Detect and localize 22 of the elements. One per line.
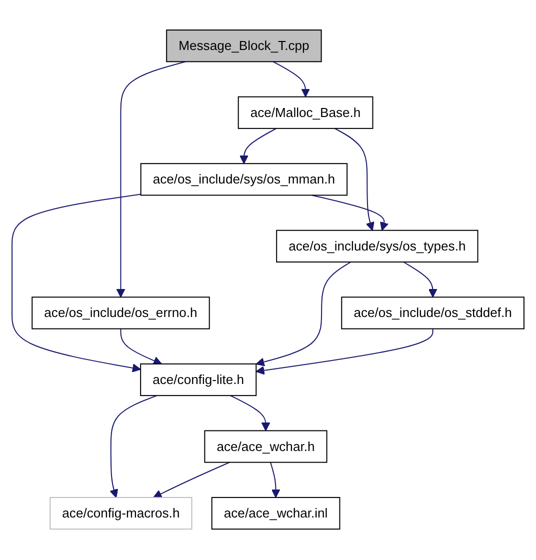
arrow: [230, 396, 270, 432]
arrow: [256, 262, 352, 367]
node-box: ace/ace_wchar.h: [204, 430, 328, 464]
node-box: ace/config-lite.h: [140, 364, 257, 396]
node-box: ace/os_include/sys/os_types.h: [276, 230, 478, 263]
arrow: [272, 62, 310, 98]
node-box: ace/config-macros.h: [50, 497, 192, 530]
node-box: ace/ace_wchar.inl: [211, 497, 340, 530]
node-box: Message_Block_T.cpp: [166, 30, 322, 63]
arrow: [12, 194, 141, 373]
arrow: [153, 462, 230, 498]
node-box: ace/os_include/os_stddef.h: [341, 297, 524, 330]
arrow: [403, 262, 438, 298]
node-box: ace/os_include/os_errno.h: [32, 297, 210, 330]
arrow: [334, 128, 374, 232]
arrow: [256, 329, 434, 376]
node-box: ace/Malloc_Base.h: [238, 96, 374, 130]
node-box: ace/os_include/sys/os_mman.h: [140, 164, 348, 196]
arrow: [270, 462, 280, 498]
arrow: [240, 128, 277, 164]
arrow: [120, 329, 162, 366]
arrow: [110, 396, 158, 498]
